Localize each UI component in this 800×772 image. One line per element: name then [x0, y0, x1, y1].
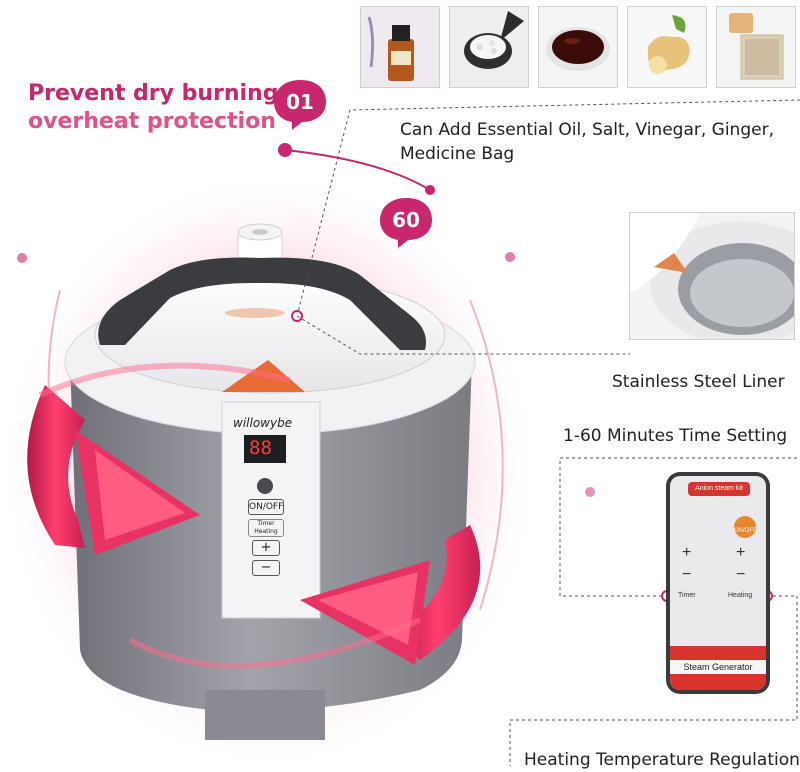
liner-label: Stainless Steel Liner [612, 372, 785, 392]
connector-heating [509, 595, 798, 766]
badge-01: 01 [272, 78, 328, 130]
remote-heating-plus[interactable]: + [736, 544, 746, 561]
remote-timer-label: Timer [678, 592, 696, 599]
remote-timer-minus[interactable]: − [682, 566, 692, 583]
connector-liner [296, 315, 630, 355]
device-power-button[interactable]: ON/OFF [248, 499, 284, 515]
remote-footer-band: Steam Generator [670, 646, 766, 690]
remote-power-button[interactable]: ON/OFF [734, 516, 757, 538]
remote-panel: Anion steam kit ON/OFF + − + − Timer Hea… [666, 472, 770, 694]
swirl-arrow-left [27, 385, 85, 548]
ginger-icon [627, 6, 707, 88]
timer-label: 1-60 Minutes Time Setting [563, 426, 788, 446]
medicine-bag-icon [716, 6, 796, 88]
device-minus-button[interactable]: − [252, 560, 280, 576]
salt-icon [449, 6, 529, 88]
pot-base-panel [205, 690, 325, 740]
device-display: 88 [249, 437, 272, 459]
badge-60-text: 60 [392, 208, 420, 232]
vinegar-icon [538, 6, 618, 88]
headline-line-1: Prevent dry burning, [28, 81, 287, 106]
lid-handle [98, 257, 426, 350]
display-window [244, 435, 286, 463]
device-mode-button[interactable]: Timer Heating [248, 519, 284, 537]
swirl-band-bottom [128, 617, 422, 669]
temperature-label: Heating Temperature Regulation [524, 750, 800, 770]
connector-additives [296, 99, 800, 317]
remote-footer: Steam Generator [670, 660, 766, 674]
remote-heating-label: Heating [728, 592, 753, 599]
arrow-head-right-inner [318, 572, 418, 645]
steel-liner-inset [629, 212, 795, 340]
power-knob [257, 478, 273, 494]
swirl-band-top [38, 362, 291, 398]
headline-line-2: overheat protection [28, 109, 276, 134]
additives-label-line-2: Medicine Bag [400, 144, 515, 164]
timer-arc [284, 149, 431, 191]
badge-01-text: 01 [286, 90, 314, 114]
arc-dot-1 [278, 143, 292, 157]
remote-face: Anion steam kit ON/OFF + − + − Timer Hea… [670, 476, 766, 690]
remote-header: Anion steam kit [688, 482, 750, 496]
arc-dot-2 [425, 185, 435, 195]
badge-60: 60 [378, 196, 434, 248]
remote-heating-minus[interactable]: − [736, 566, 746, 583]
arrow-head-left-inner [95, 450, 185, 540]
headline: Prevent dry burning, overheat protection [28, 80, 287, 136]
remote-timer-plus[interactable]: + [682, 544, 692, 561]
essential-oil-bottle-icon [360, 6, 440, 88]
additives-label-line-1: Can Add Essential Oil, Salt, Vinegar, Gi… [400, 120, 774, 140]
device-plus-button[interactable]: + [252, 540, 280, 556]
outer-arc-right [469, 299, 504, 611]
device-brand: willowybe [233, 416, 293, 430]
connector-timer [559, 457, 797, 597]
